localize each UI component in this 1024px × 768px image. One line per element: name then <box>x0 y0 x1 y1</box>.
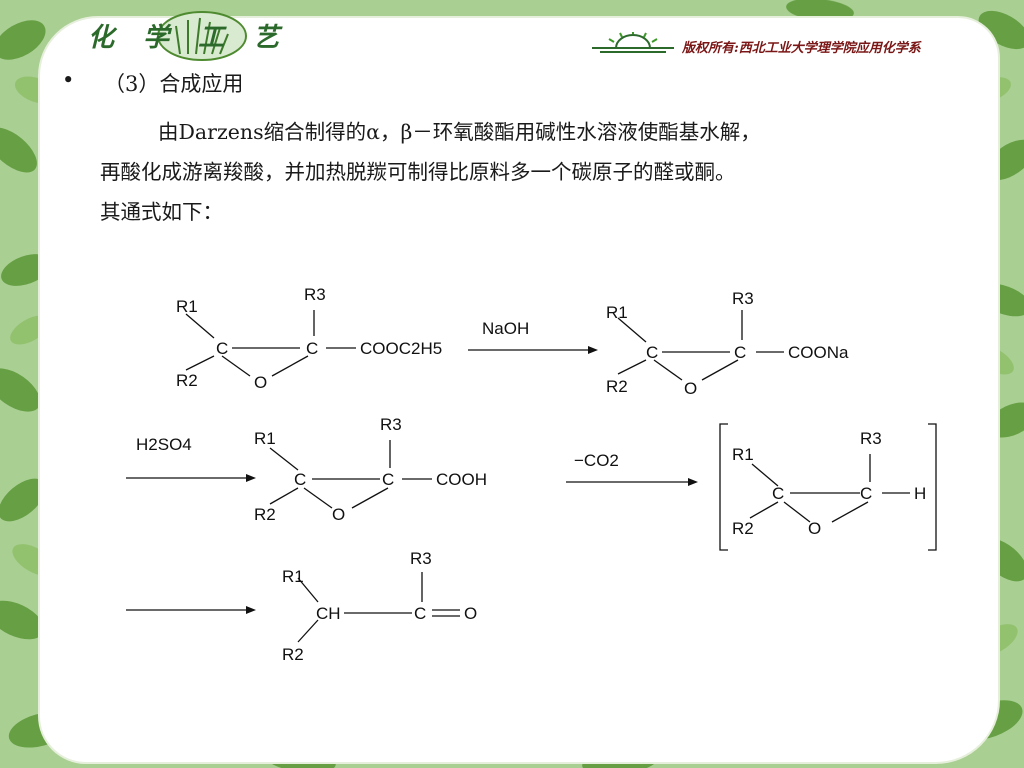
s3-r3: R3 <box>380 415 402 434</box>
s5-o: O <box>464 604 477 623</box>
header-logo-text: 化 学 工 艺 <box>88 23 290 53</box>
s4-r3: R3 <box>860 429 882 448</box>
s2-salt-group: COONa <box>788 343 849 362</box>
section-heading-text: （3）合成应用 <box>104 72 244 96</box>
copyright-text: 版权所有:西北工业大学理学院应用化学系 <box>682 41 921 56</box>
reagent-naoh: NaOH <box>482 319 529 338</box>
s4-h: H <box>914 484 926 503</box>
s1-ester-group: COOC2H5 <box>360 339 442 358</box>
s1-c-left: C <box>216 339 228 358</box>
s3-o: O <box>332 505 345 524</box>
description-paragraph: 由Darzens缩合制得的α，β－环氧酸酯用碱性水溶液使酯基水解， 再酸化成游离… <box>100 112 990 232</box>
s4-c-left: C <box>772 484 784 503</box>
s1-o: O <box>254 373 267 392</box>
s1-r3: R3 <box>304 285 326 304</box>
s5-ch: CH <box>316 604 341 623</box>
reaction-scheme-diagram: R1 R2 C O C R3 COOC2H5 NaOH R1 R2 C O C … <box>126 285 937 664</box>
s2-c-right: C <box>734 343 746 362</box>
s5-r1: R1 <box>282 567 304 586</box>
s5-r2: R2 <box>282 645 304 664</box>
s4-c-right: C <box>860 484 872 503</box>
s4-r2: R2 <box>732 519 754 538</box>
chemistry-logo-emblem <box>157 11 247 61</box>
s1-r2: R2 <box>176 371 198 390</box>
reagent-decarboxylation: −CO2 <box>574 451 619 470</box>
s1-r1: R1 <box>176 297 198 316</box>
reagent-h2so4: H2SO4 <box>136 435 192 454</box>
s2-o: O <box>684 379 697 398</box>
s1-c-right: C <box>306 339 318 358</box>
s4-r1: R1 <box>732 445 754 464</box>
s5-r3: R3 <box>410 549 432 568</box>
s2-r3: R3 <box>732 289 754 308</box>
paragraph-line-3: 其通式如下： <box>100 200 223 224</box>
s2-r1: R1 <box>606 303 628 322</box>
s3-r1: R1 <box>254 429 276 448</box>
s4-o: O <box>808 519 821 538</box>
s3-c-right: C <box>382 470 394 489</box>
slide-content-area <box>40 18 998 762</box>
paragraph-line-1: 由Darzens缩合制得的α，β－环氧酸酯用碱性水溶液使酯基水解， <box>158 120 761 144</box>
s5-c: C <box>414 604 426 623</box>
paragraph-line-2: 再酸化成游离羧酸，并加热脱羰可制得比原料多一个碳原子的醛或酮。 <box>100 160 736 184</box>
s2-r2: R2 <box>606 377 628 396</box>
sunrise-ornament-icon <box>592 32 674 53</box>
s2-c-left: C <box>646 343 658 362</box>
bullet-marker: • <box>62 68 75 92</box>
s3-acid-group: COOH <box>436 470 487 489</box>
s3-r2: R2 <box>254 505 276 524</box>
s3-c-left: C <box>294 470 306 489</box>
